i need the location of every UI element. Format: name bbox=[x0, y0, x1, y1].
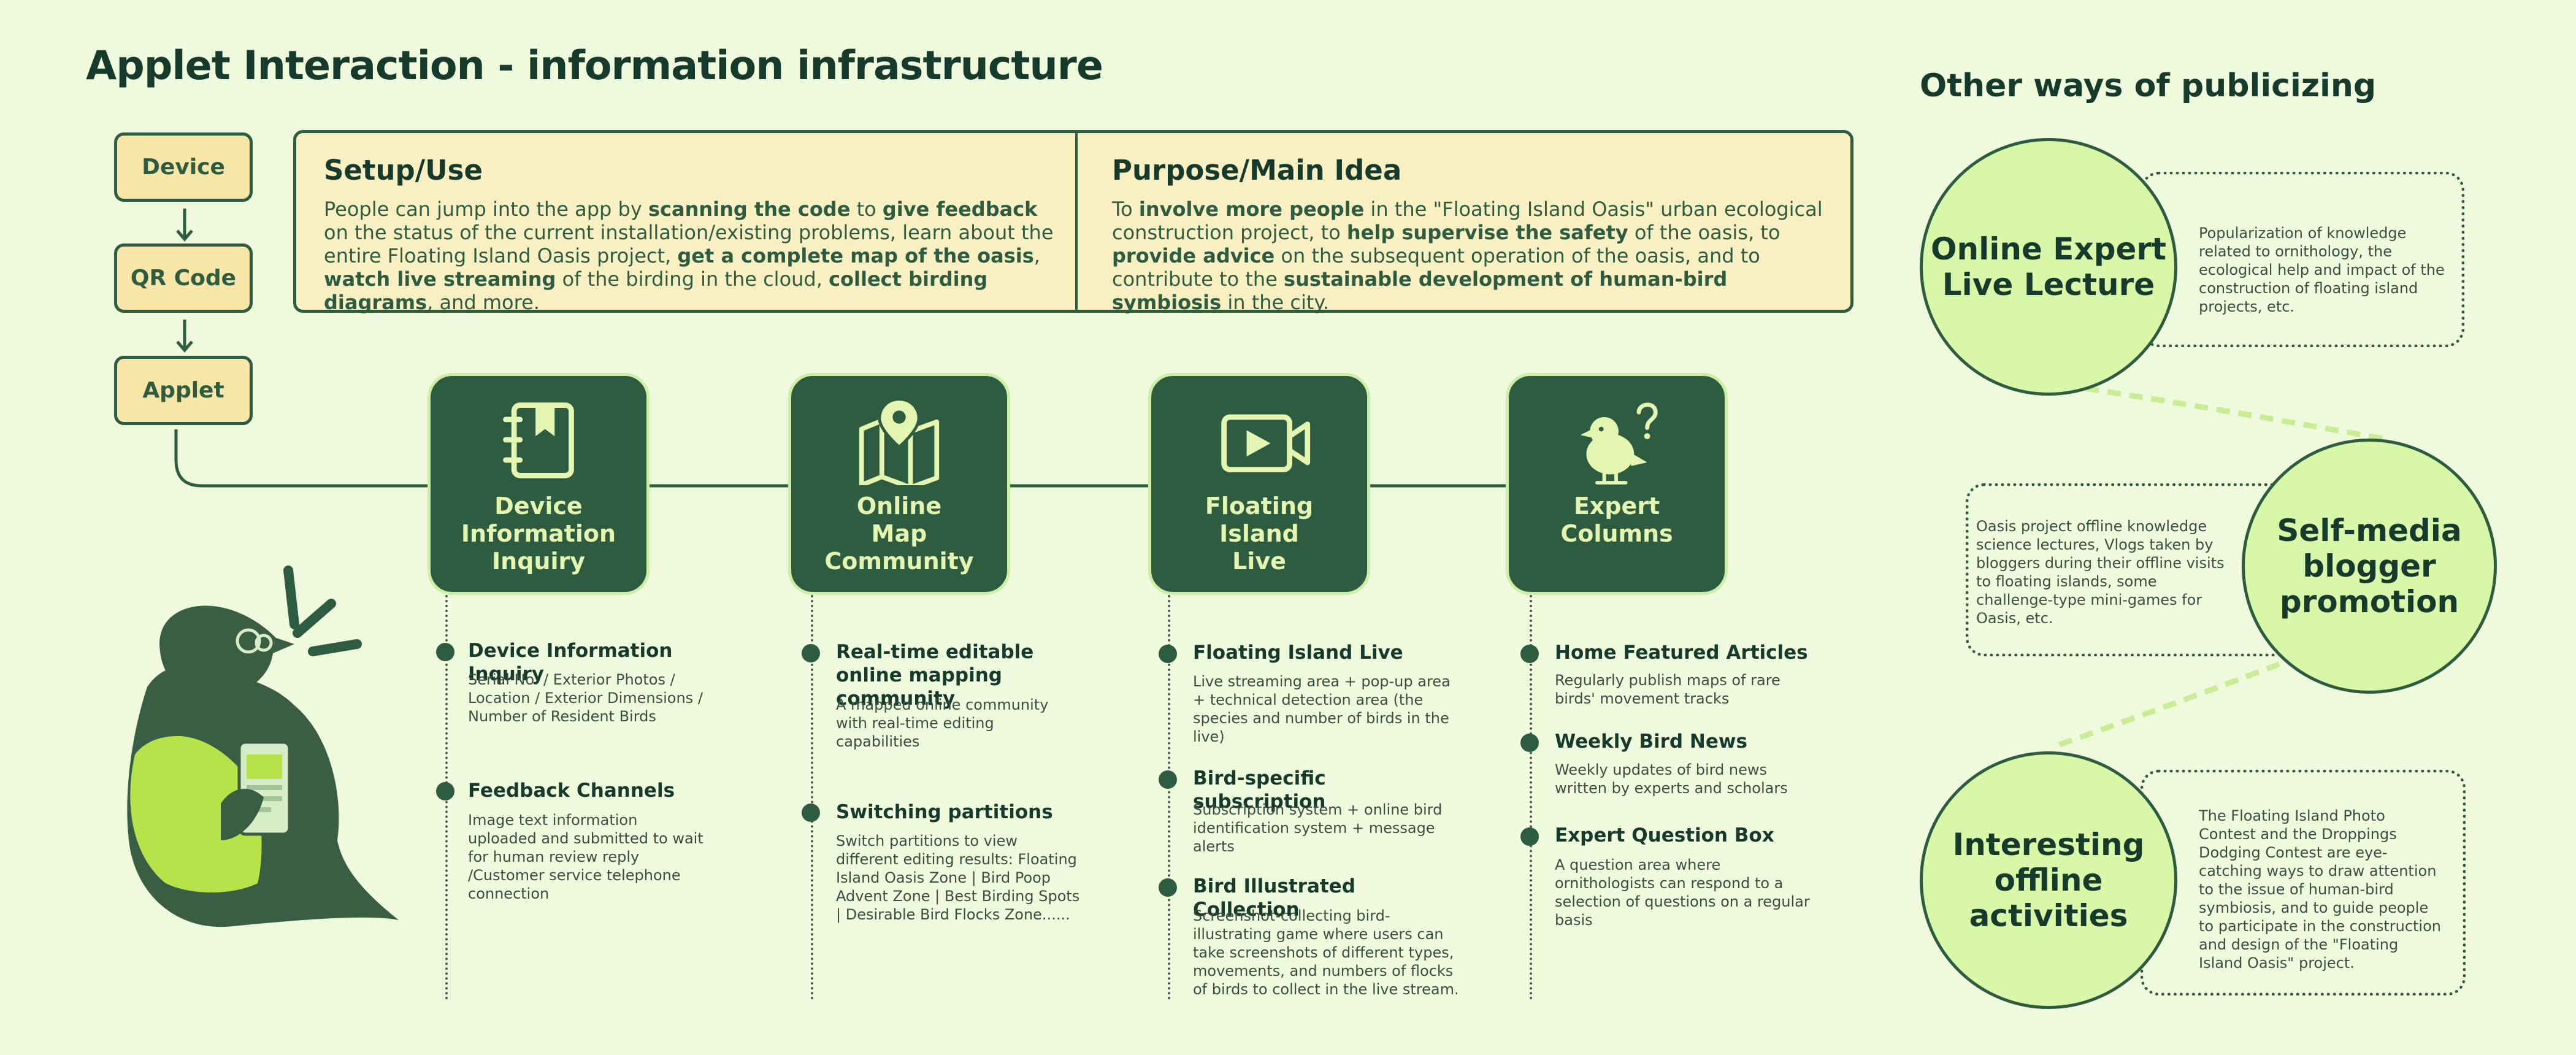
timeline-dotted-line bbox=[1168, 595, 1170, 1000]
item-heading: Floating Island Live bbox=[1193, 642, 1403, 664]
page-title: Applet Interaction - information infrast… bbox=[86, 43, 1103, 89]
circle-self-media-blogger-promotion: Self-media blogger promotion bbox=[2242, 439, 2497, 694]
emphasis-text: get a complete map of the oasis bbox=[677, 244, 1034, 267]
timeline-dot bbox=[802, 804, 820, 822]
down-arrow-icon bbox=[176, 209, 193, 242]
item-heading: Switching partitions bbox=[836, 801, 1053, 823]
circle-online-expert-live-lecture: Online Expert Live Lecture bbox=[1920, 138, 2177, 396]
timeline-dot bbox=[802, 644, 820, 662]
body-text: on the status of the current installatio… bbox=[324, 221, 1054, 267]
map-pin-icon bbox=[859, 397, 940, 485]
card-label: Floating Island Live bbox=[1205, 493, 1314, 575]
purpose-heading: Purpose/Main Idea bbox=[1112, 154, 1402, 186]
emphasis-text: provide advice bbox=[1112, 244, 1275, 267]
timeline-dotted-line bbox=[1530, 595, 1532, 1000]
flow-qr-code: QR Code bbox=[114, 244, 253, 313]
notebook-icon bbox=[503, 402, 574, 478]
down-arrow-icon bbox=[176, 320, 193, 353]
setup-heading: Setup/Use bbox=[324, 154, 483, 186]
body-text: in the "Floating Island Oasis" urban eco… bbox=[1112, 198, 1823, 244]
item-heading: Device Information Inquiry bbox=[468, 640, 673, 685]
card-label: Online Map Community bbox=[824, 493, 974, 575]
emphasis-text: scanning the code bbox=[648, 198, 851, 221]
flow-device: Device bbox=[114, 132, 253, 202]
item-text: A mapped online community with real-time… bbox=[836, 696, 1049, 750]
info-divider bbox=[1075, 133, 1078, 310]
purpose-text: To involve more people in the "Floating … bbox=[1112, 198, 1830, 314]
timeline-dot bbox=[1159, 878, 1177, 897]
emphasis-text: sustainable development of human-bird sy… bbox=[1112, 267, 1728, 314]
item-text: Weekly updates of bird news written by e… bbox=[1555, 761, 1788, 797]
publicity-desc: Popularization of knowledge related to o… bbox=[2199, 224, 2445, 315]
item-heading: Bird Illustrated Collection bbox=[1193, 875, 1355, 921]
flow-applet: Applet bbox=[114, 356, 253, 425]
body-text: , and more. bbox=[427, 291, 540, 314]
timeline-dot bbox=[1520, 645, 1539, 663]
body-text: , bbox=[1033, 244, 1040, 267]
body-text: of the oasis, to bbox=[1628, 221, 1781, 244]
item-heading: Expert Question Box bbox=[1555, 824, 1774, 846]
body-text: To bbox=[1112, 198, 1139, 221]
item-heading: Real-time editable online mapping commun… bbox=[836, 641, 1034, 710]
card-floating-island-live: Floating Island Live bbox=[1148, 373, 1370, 595]
item-text: Serial No. / Exterior Photos / Location … bbox=[468, 671, 703, 725]
bird-mascot-illustration bbox=[127, 566, 399, 927]
timeline-dot bbox=[436, 643, 454, 661]
video-camera-icon bbox=[1221, 414, 1311, 472]
timeline-dot bbox=[1159, 770, 1177, 789]
item-heading: Bird-specific subscription bbox=[1193, 767, 1326, 813]
item-heading: Feedback Channels bbox=[468, 780, 675, 802]
circle-interesting-offline-activities: Interesting offline activities bbox=[1920, 751, 2177, 1009]
item-text: Subscription system + online bird identi… bbox=[1193, 801, 1443, 855]
info-panel: Setup/Use People can jump into the app b… bbox=[293, 130, 1853, 314]
emphasis-text: collect birding diagrams bbox=[324, 267, 988, 314]
publicity-desc: The Floating Island Photo Contest and th… bbox=[2199, 807, 2441, 972]
item-heading: Home Featured Articles bbox=[1555, 642, 1808, 664]
card-online-map-community: Online Map Community bbox=[788, 373, 1010, 595]
emphasis-text: help supervise the safety bbox=[1346, 221, 1628, 244]
item-text: Switch partitions to view different edit… bbox=[836, 832, 1080, 923]
item-text: Live streaming area + pop-up area + tech… bbox=[1193, 673, 1451, 745]
item-text: A question area where ornithologists can… bbox=[1555, 856, 1810, 929]
emphasis-text: watch live streaming bbox=[324, 267, 556, 291]
emphasis-text: give feedback bbox=[882, 198, 1038, 221]
item-heading: Weekly Bird News bbox=[1555, 731, 1747, 753]
publicity-desc-box: Oasis project offline knowledge science … bbox=[1966, 483, 2291, 656]
publicity-section-title: Other ways of publicizing bbox=[1920, 67, 2377, 104]
publicity-desc-box: Popularization of knowledge related to o… bbox=[2141, 172, 2464, 347]
item-text: Image text information uploaded and subm… bbox=[468, 811, 703, 902]
setup-text: People can jump into the app by scanning… bbox=[324, 198, 1054, 314]
body-text: in the city. bbox=[1221, 291, 1329, 314]
item-text: Regularly publish maps of rare birds' mo… bbox=[1555, 672, 1781, 707]
emphasis-text: involve more people bbox=[1138, 198, 1365, 221]
card-expert-columns: Expert Columns bbox=[1506, 373, 1728, 595]
timeline-dot bbox=[1520, 827, 1539, 846]
timeline-dot bbox=[1520, 734, 1539, 752]
body-text: of the birding in the cloud, bbox=[556, 267, 829, 291]
timeline-dot bbox=[436, 782, 454, 800]
item-text: Screenshot-collecting bird-illustrating … bbox=[1193, 907, 1459, 998]
body-text: People can jump into the app by bbox=[324, 198, 648, 221]
card-label: Device Information Inquiry bbox=[461, 493, 616, 575]
publicity-desc-box: The Floating Island Photo Contest and th… bbox=[2141, 770, 2466, 996]
body-text: on the subsequent operation of the oasis… bbox=[1112, 244, 1760, 291]
publicity-desc: Oasis project offline knowledge science … bbox=[1976, 518, 2225, 627]
timeline-dot bbox=[1159, 645, 1177, 663]
bird-question-icon bbox=[1580, 402, 1658, 485]
body-text: to bbox=[850, 198, 883, 221]
card-device-information-inquiry: Device Information Inquiry bbox=[427, 373, 650, 595]
card-label: Expert Columns bbox=[1560, 493, 1673, 547]
timeline-dotted-line bbox=[811, 595, 813, 1000]
